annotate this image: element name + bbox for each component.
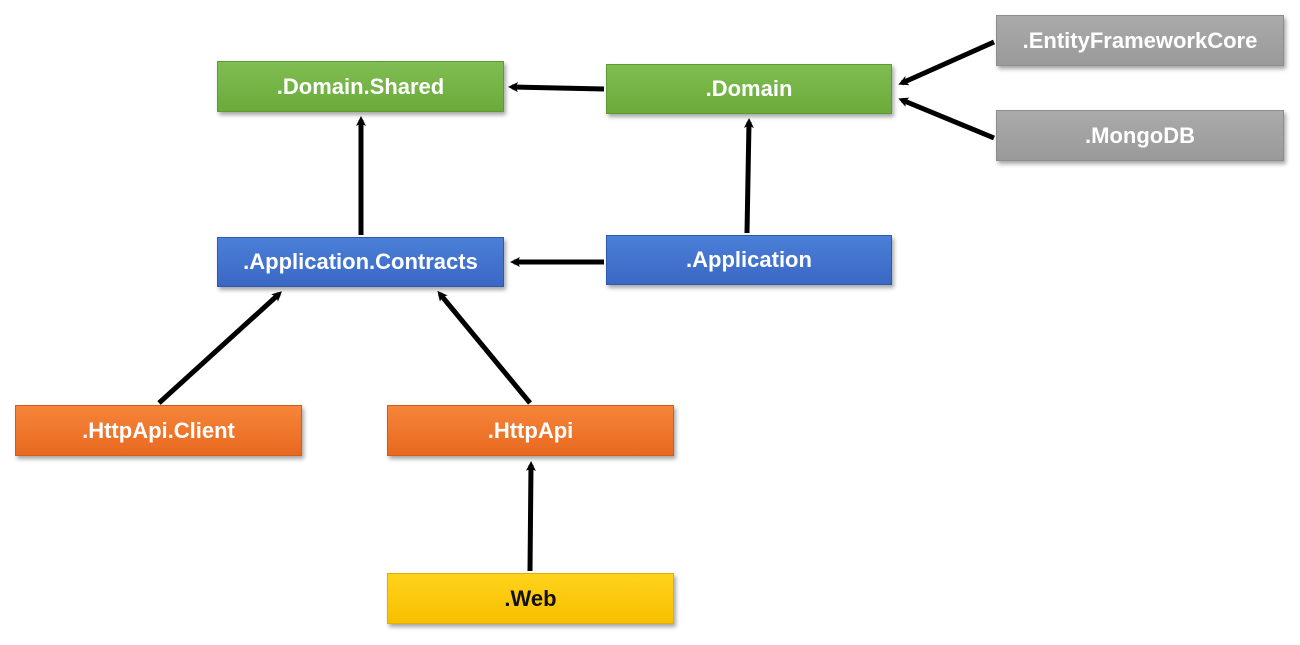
node-label: .Domain.Shared: [276, 73, 445, 99]
node-label: .Domain: [705, 76, 793, 101]
node-web: .Web: [387, 573, 674, 624]
node-label: .HttpApi: [487, 417, 574, 443]
node-domain: .Domain: [606, 64, 892, 114]
node-application-contracts: .Application.Contracts: [217, 237, 504, 287]
node-label: .Application.Contracts: [243, 249, 478, 274]
arrow-efcore-to-domain: [898, 39, 996, 86]
arrow-application-to-domain: [743, 118, 754, 234]
node-label: .HttpApi.Client: [82, 417, 235, 443]
arrow-domain-to-domain-shared: [508, 82, 605, 93]
node-domain-shared: .Domain.Shared: [217, 61, 504, 112]
node-label: .Application: [686, 247, 812, 272]
node-label: .EntityFrameworkCore: [1022, 27, 1258, 53]
node-mongodb: .MongoDB: [996, 110, 1284, 161]
node-label: .MongoDB: [1085, 122, 1195, 148]
node-label: .Web: [504, 585, 557, 611]
node-httpapi: .HttpApi: [387, 405, 674, 456]
arrow-httpapi-client-to-app-contracts: [157, 291, 282, 405]
arrow-mongodb-to-domain: [898, 97, 995, 141]
node-application: .Application: [606, 235, 892, 285]
arrow-web-to-httpapi: [525, 461, 536, 572]
node-entity-framework-core: .EntityFrameworkCore: [996, 15, 1284, 66]
arrow-httpapi-to-app-contracts: [437, 290, 532, 405]
node-httpapi-client: .HttpApi.Client: [15, 405, 302, 456]
